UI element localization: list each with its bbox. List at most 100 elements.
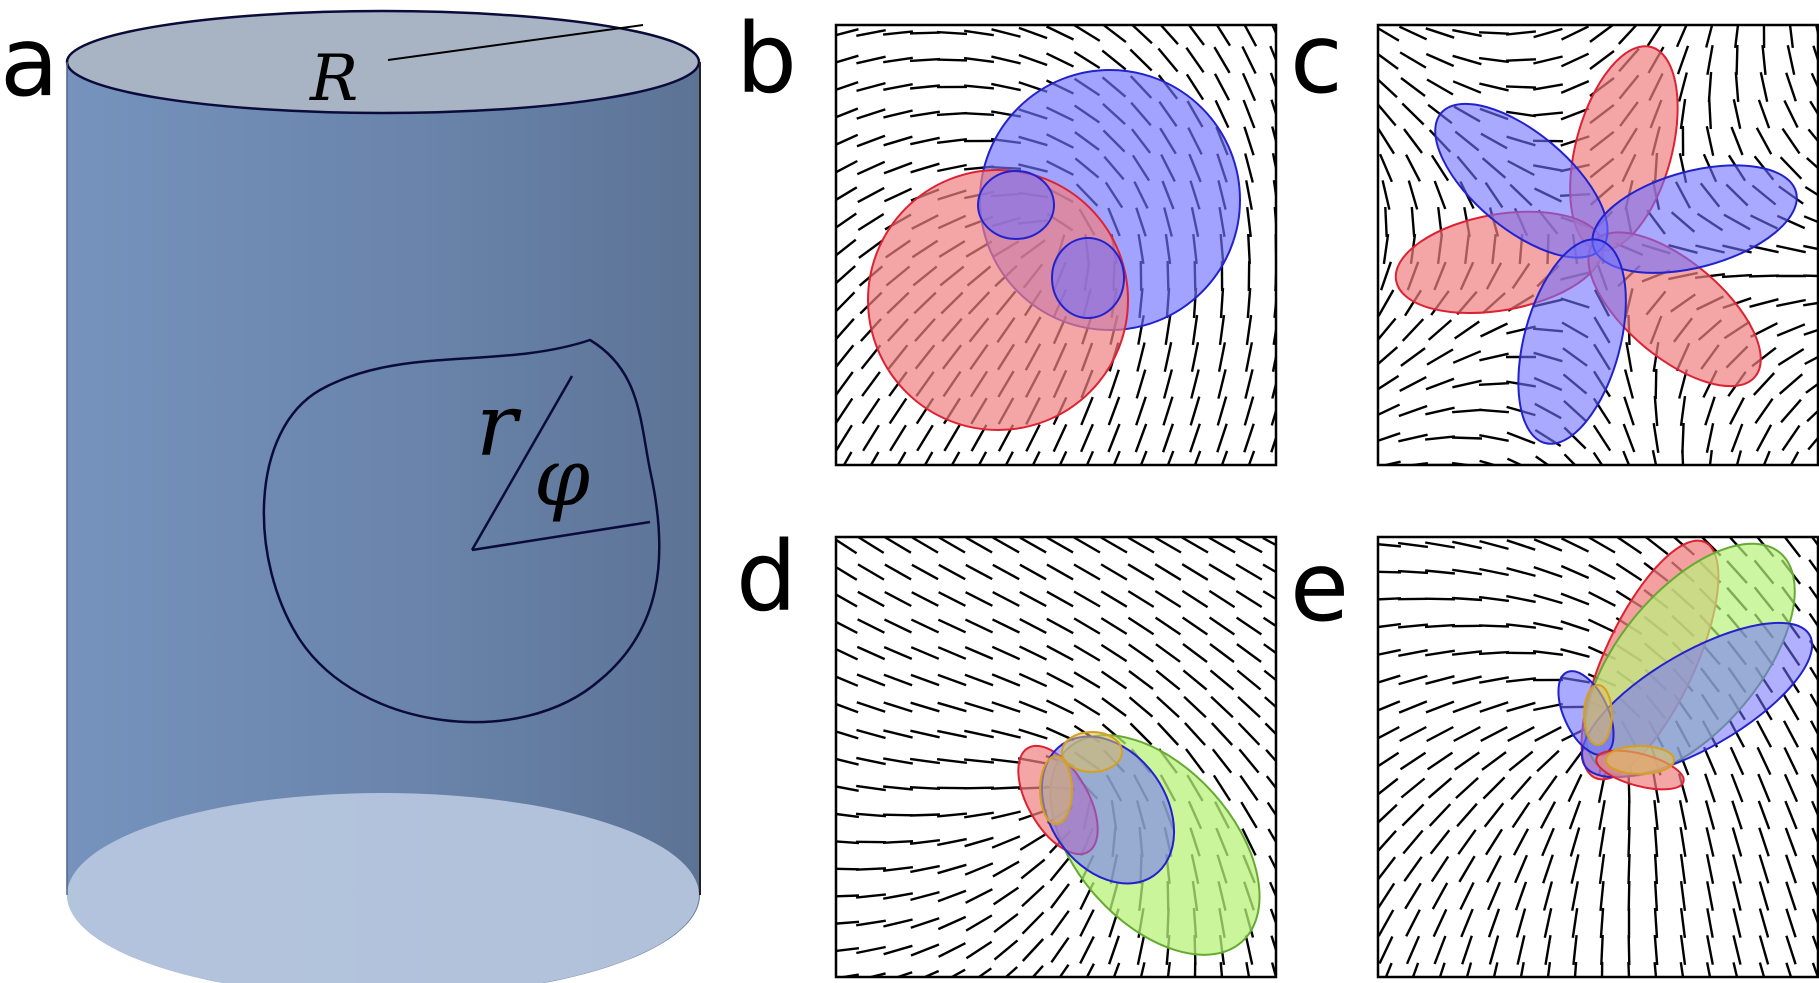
director-segment bbox=[1679, 934, 1687, 966]
director-segment bbox=[992, 886, 1020, 906]
director-segment bbox=[836, 186, 858, 202]
lobe-blue bbox=[1040, 735, 1176, 885]
director-segment bbox=[1018, 645, 1048, 661]
director-segment bbox=[1752, 372, 1776, 396]
director-segment bbox=[1378, 597, 1402, 601]
director-segment bbox=[1732, 908, 1742, 938]
director-segment bbox=[857, 590, 885, 608]
director-segment bbox=[1378, 725, 1400, 740]
director-segment bbox=[910, 917, 940, 929]
director-segment bbox=[836, 54, 859, 64]
director-segment bbox=[1506, 701, 1536, 713]
director-segment bbox=[991, 28, 1021, 38]
director-segment bbox=[836, 371, 854, 397]
director-segment bbox=[1400, 347, 1426, 367]
director-segment bbox=[857, 618, 885, 634]
director-segment bbox=[938, 563, 966, 581]
director-segment bbox=[1653, 934, 1659, 966]
director-segment bbox=[1776, 244, 1806, 254]
director-segment bbox=[1479, 82, 1509, 92]
director-segment bbox=[1272, 322, 1276, 345]
director-segment bbox=[1108, 369, 1120, 399]
director-segment bbox=[1721, 273, 1753, 279]
director-segment bbox=[910, 701, 940, 713]
panel-d: d bbox=[736, 521, 1278, 979]
director-segment bbox=[1781, 127, 1801, 155]
director-segment bbox=[1424, 435, 1456, 441]
director-segment bbox=[977, 451, 988, 465]
cylinder-body bbox=[67, 62, 700, 983]
director-segment bbox=[936, 111, 968, 117]
director-segment bbox=[1166, 961, 1171, 977]
director-segment bbox=[1572, 934, 1578, 966]
lobe-yellow-2 bbox=[1039, 755, 1073, 825]
director-segment bbox=[1244, 342, 1254, 372]
director-segment bbox=[1267, 828, 1276, 845]
director-segment bbox=[1378, 317, 1397, 342]
director-segment bbox=[1808, 612, 1818, 629]
director-segment bbox=[1460, 908, 1474, 938]
director-segment bbox=[1400, 77, 1426, 97]
director-segment bbox=[884, 563, 912, 581]
director-segment bbox=[1782, 693, 1800, 721]
director-segment bbox=[1708, 98, 1712, 130]
director-segment bbox=[883, 187, 913, 203]
director-segment bbox=[1777, 347, 1805, 367]
director-segment bbox=[964, 645, 994, 661]
director-segment bbox=[1019, 590, 1047, 608]
director-segment bbox=[1426, 725, 1454, 743]
director-segment bbox=[856, 945, 886, 955]
director-segment bbox=[1706, 881, 1714, 911]
director-segment bbox=[1245, 314, 1253, 346]
director-segment bbox=[1708, 449, 1713, 465]
director-segment bbox=[1425, 541, 1455, 549]
director-segment bbox=[1533, 621, 1563, 631]
director-segment bbox=[1679, 395, 1687, 427]
frame-e bbox=[1376, 535, 1819, 979]
director-segment bbox=[1242, 99, 1256, 129]
director-segment bbox=[1272, 180, 1276, 204]
director-segment bbox=[1127, 616, 1155, 636]
director-segment bbox=[836, 344, 855, 369]
director-segment bbox=[937, 915, 967, 931]
director-segment bbox=[1512, 828, 1530, 856]
director-segment bbox=[1235, 589, 1263, 609]
director-segment bbox=[1378, 52, 1399, 70]
director-segment bbox=[1021, 938, 1045, 962]
director-segment bbox=[1073, 563, 1101, 581]
director-segment bbox=[1031, 450, 1041, 465]
director-segment bbox=[883, 701, 913, 713]
director-segment bbox=[1809, 666, 1818, 683]
director-segment bbox=[1615, 537, 1643, 555]
director-segment bbox=[1426, 78, 1454, 96]
director-segment bbox=[1214, 99, 1230, 129]
director-segment bbox=[992, 537, 1020, 554]
director-segment bbox=[1425, 700, 1455, 714]
director-segment bbox=[836, 397, 854, 425]
director-segment bbox=[1183, 695, 1207, 719]
director-segment bbox=[1208, 537, 1236, 554]
director-segment bbox=[861, 397, 881, 425]
director-segment bbox=[1784, 854, 1798, 884]
director-segment bbox=[937, 729, 967, 739]
director-segment bbox=[1208, 616, 1236, 636]
director-segment bbox=[990, 758, 1022, 764]
director-segment bbox=[1589, 25, 1615, 43]
director-segment bbox=[1080, 396, 1094, 426]
director-segment bbox=[1465, 962, 1473, 977]
director-segment bbox=[1247, 233, 1251, 265]
director-segment bbox=[836, 867, 860, 871]
director-segment bbox=[1246, 206, 1252, 238]
director-segment bbox=[1812, 45, 1818, 64]
director-segment bbox=[1571, 881, 1579, 911]
director-segment bbox=[1458, 855, 1476, 883]
director-segment bbox=[937, 701, 967, 713]
director-segment bbox=[857, 537, 885, 554]
director-segment bbox=[1457, 829, 1477, 855]
director-segment bbox=[836, 973, 859, 977]
director-segment bbox=[1542, 881, 1554, 911]
director-segment bbox=[1378, 751, 1400, 768]
director-segment bbox=[1154, 616, 1182, 636]
director-segment bbox=[1219, 287, 1225, 319]
director-segment bbox=[1270, 406, 1276, 426]
